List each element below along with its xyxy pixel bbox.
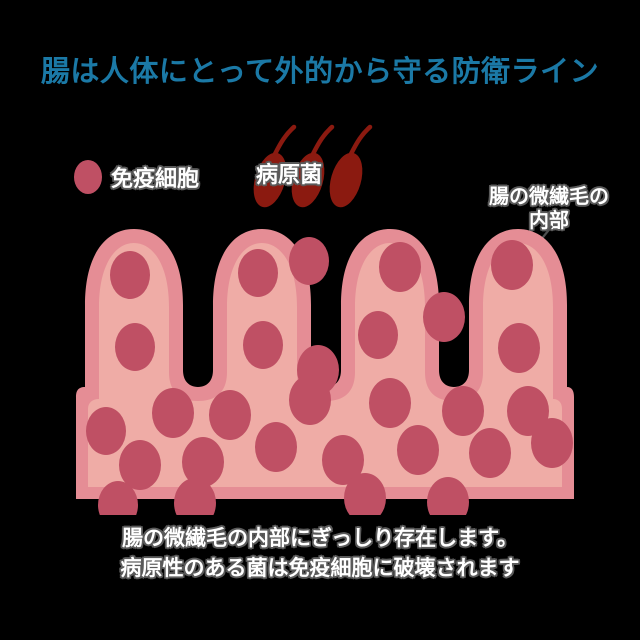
- immune-cell-dot-icon: [74, 160, 102, 194]
- immune-cell: [115, 323, 155, 371]
- immune-cell: [110, 251, 150, 299]
- legend-item-immune-cell: 免疫細胞: [74, 160, 199, 194]
- immune-cell: [397, 425, 439, 475]
- immune-cell: [119, 440, 161, 490]
- immune-cell: [209, 390, 251, 440]
- legend-item-pathogen: 病原菌: [248, 122, 378, 217]
- intestinal-villi-diagram: [76, 229, 574, 515]
- legend-label-immune-cell: 免疫細胞: [111, 167, 200, 192]
- callout-line-2: 内部: [529, 207, 569, 232]
- immune-cell: [379, 242, 421, 292]
- immune-cell: [427, 477, 469, 515]
- immune-cell-group: [86, 237, 573, 515]
- immune-cell: [358, 311, 398, 359]
- immune-cell: [369, 378, 411, 428]
- bacteria-icon: [253, 124, 373, 208]
- immune-cell: [86, 407, 126, 455]
- immune-cell: [182, 437, 224, 487]
- immune-cell: [289, 237, 329, 285]
- immune-cell: [442, 386, 484, 436]
- immune-cell: [498, 323, 540, 373]
- immune-cell: [531, 418, 573, 468]
- callout-line-1: 腸の微繊毛の: [489, 184, 609, 208]
- immune-cell: [507, 386, 549, 436]
- immune-cell: [423, 292, 465, 342]
- caption-line-2: 病原性のある菌は免疫細胞に破壊されます: [120, 555, 520, 580]
- legend-label-pathogen: 病原菌: [256, 163, 323, 188]
- immune-cell: [174, 478, 216, 515]
- caption-block: 腸の微繊毛の内部にぎっしり存在します。 病原性のある菌は免疫細胞に破壊されます: [0, 524, 640, 584]
- immune-cell: [243, 321, 283, 369]
- immune-cell: [255, 422, 297, 472]
- immune-cell: [344, 473, 386, 515]
- immune-cell: [491, 240, 533, 290]
- immune-cell: [469, 428, 511, 478]
- page-title: 腸は人体にとって外的から守る防衛ライン: [40, 54, 600, 88]
- caption-line-1: 腸の微繊毛の内部にぎっしり存在します。: [121, 526, 519, 550]
- immune-cell: [152, 388, 194, 438]
- villi-inner-fill: [88, 243, 562, 487]
- callout-villi-interior: 腸の微繊毛の 内部: [458, 184, 640, 232]
- immune-cell: [238, 249, 278, 297]
- immune-cell: [322, 435, 364, 485]
- immune-cell: [98, 481, 138, 515]
- immune-cell: [289, 375, 331, 425]
